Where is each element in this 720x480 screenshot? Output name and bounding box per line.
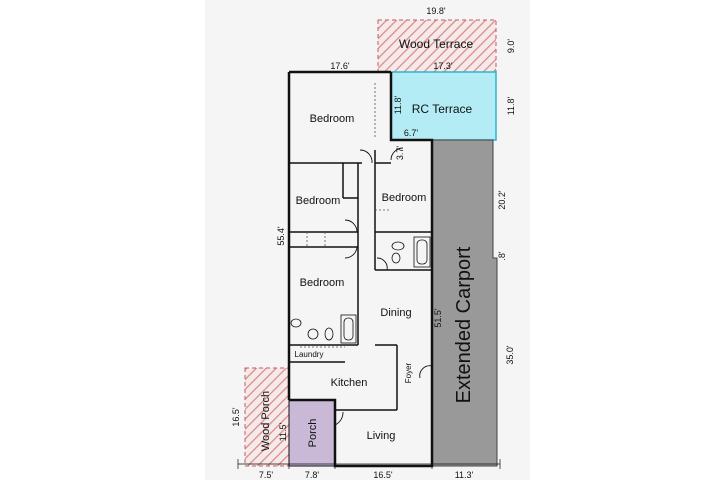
rc-terrace-area [390,71,497,141]
dim-carport-inner-length: 51.5' [433,308,443,328]
dim-bottom-wood-porch: 7.5' [259,470,274,480]
dim-wood-porch-length: 16.5' [231,407,241,427]
dim-bottom-living: 16.5' [373,470,393,480]
dim-wood-terrace-depth: 9.0' [506,39,516,54]
room-label-living: Living [367,430,396,442]
room-label-foyer: Foyer [404,362,413,383]
dim-porch-length: 11.5' [278,422,288,441]
room-label-wood-terrace: Wood Terrace [399,37,474,51]
room-label-porch: Porch [307,419,319,448]
room-label-bedroom-mid-right: Bedroom [382,192,427,204]
room-label-bedroom-top: Bedroom [310,113,355,125]
room-label-dining: Dining [380,307,411,319]
dim-carport-step: .8' [497,251,507,261]
dimension-lines [237,459,501,469]
door-swings [334,147,433,426]
dim-rc-terrace-bottom: 6.7' [404,128,419,138]
bathroom-fixtures [290,236,431,344]
dim-rc-terrace-side: 11.8' [506,96,516,115]
wood-terrace-area [377,19,497,73]
closet-lines [300,83,391,348]
room-label-kitchen: Kitchen [331,377,368,389]
dim-wood-terrace-width: 19.8' [426,6,446,16]
dim-bottom-carport: 11.3' [455,470,474,480]
dim-notch: 3.7' [395,146,405,161]
room-label-rc-terrace: RC Terrace [412,102,473,116]
room-label-wood-porch: Wood Porch [260,391,272,451]
wood-porch-area [244,367,290,467]
room-label-bedroom-lower: Bedroom [300,277,345,289]
dim-bedroom-top-side: 11.8' [393,95,403,114]
dim-rc-terrace-width: 17.3' [433,61,453,71]
room-label-bedroom-mid-left: Bedroom [296,195,341,207]
dim-carport-lower: 35.0' [505,345,515,365]
interior-walls [289,150,432,411]
dim-house-top-width: 17.6' [330,61,350,71]
dim-bottom-porch: 7.8' [305,470,320,480]
room-label-extended-carport: Extended Carport [453,246,475,403]
dim-house-length: 55.4' [276,226,286,246]
dim-carport-upper: 20.2' [497,190,507,210]
room-label-laundry: Laundry [295,350,324,359]
